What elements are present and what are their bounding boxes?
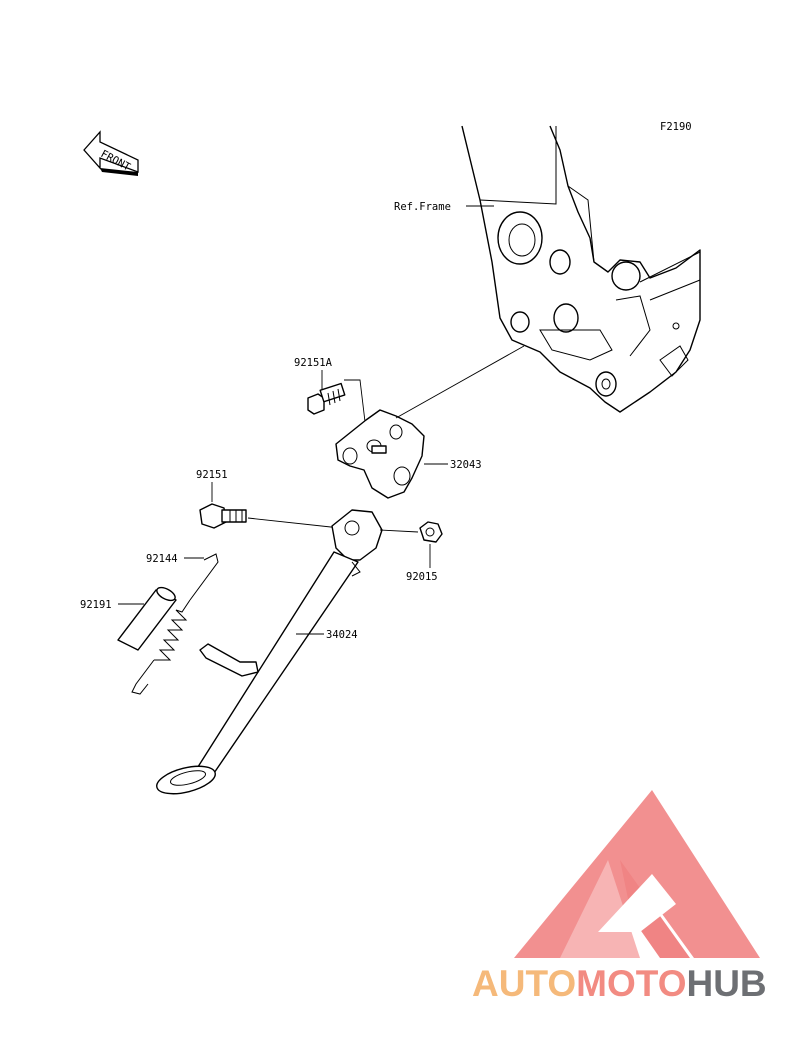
bracket-32043 bbox=[335, 409, 425, 499]
nut-92015 bbox=[419, 521, 443, 543]
part-label-92191: 92191 bbox=[80, 599, 112, 611]
side-stand-34024 bbox=[156, 509, 383, 795]
brand-auto: AUTO bbox=[472, 963, 576, 1004]
bracket-to-frame-line bbox=[395, 345, 525, 419]
figure-code: F2190 bbox=[660, 121, 692, 133]
part-label-34024: 34024 bbox=[326, 629, 358, 641]
part-label-92151a: 92151A bbox=[294, 357, 333, 369]
ref-frame-label: Ref.Frame bbox=[394, 201, 451, 213]
brand-hub: HUB bbox=[686, 963, 766, 1004]
part-label-92151: 92151 bbox=[196, 469, 228, 481]
part-label-32043: 32043 bbox=[450, 459, 482, 471]
bolt-92151a bbox=[307, 382, 346, 415]
part-label-92144: 92144 bbox=[146, 553, 178, 565]
svg-text:AUTOMOTOHUB: AUTOMOTOHUB bbox=[472, 963, 767, 1004]
brand-moto: MOTO bbox=[576, 963, 686, 1004]
pipe-92191 bbox=[117, 586, 177, 651]
part-label-92015: 92015 bbox=[406, 571, 438, 583]
bolt-92151 bbox=[199, 503, 247, 529]
spring-92144 bbox=[131, 553, 219, 695]
automotohub-logo bbox=[514, 790, 760, 958]
front-arrow-icon: FRONT bbox=[83, 130, 139, 176]
frame-outline bbox=[461, 125, 701, 413]
